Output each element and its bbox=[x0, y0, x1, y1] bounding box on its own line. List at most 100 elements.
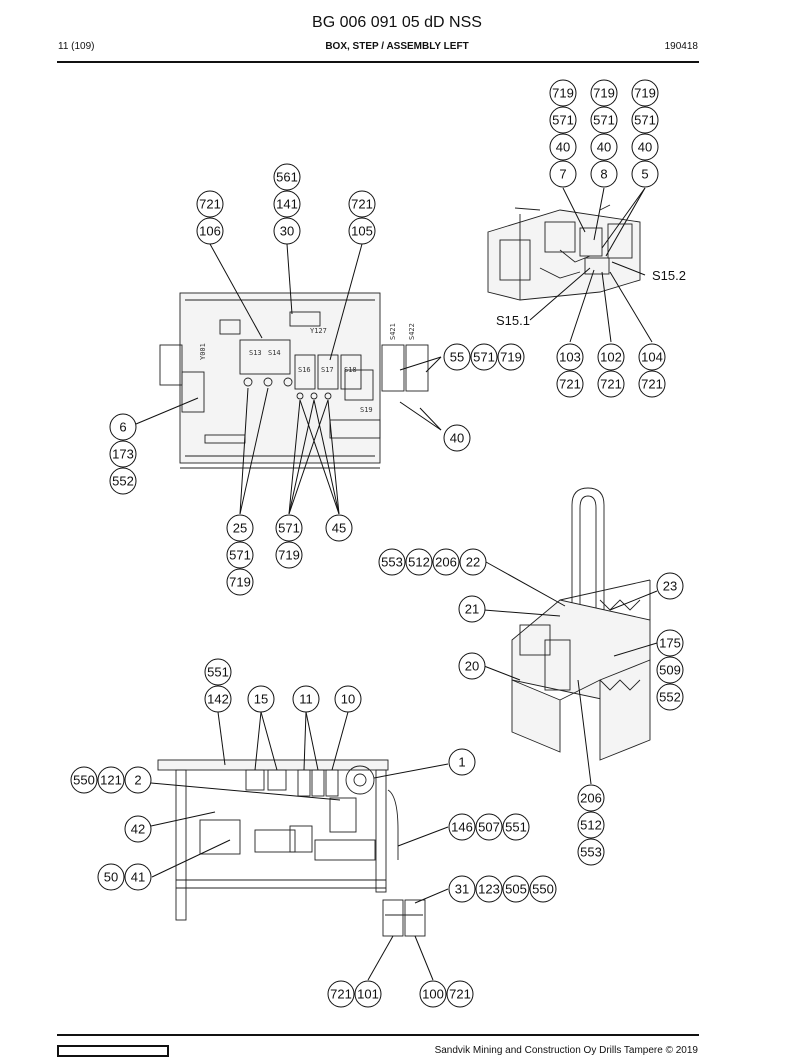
callout: 7 bbox=[549, 160, 577, 188]
svg-text:25: 25 bbox=[233, 521, 247, 536]
svg-text:45: 45 bbox=[332, 521, 346, 536]
svg-text:15: 15 bbox=[254, 692, 268, 707]
callout: 512 bbox=[405, 548, 433, 576]
svg-text:721: 721 bbox=[449, 987, 471, 1002]
footer-copyright: Sandvik Mining and Construction Oy Drill… bbox=[434, 1045, 698, 1056]
callout: 206 bbox=[577, 784, 605, 812]
label-s15-2: S15.2 bbox=[652, 268, 686, 283]
callout: 41 bbox=[124, 863, 152, 891]
callout: 553 bbox=[577, 838, 605, 866]
callout: 719 bbox=[631, 79, 659, 107]
svg-text:721: 721 bbox=[199, 197, 221, 212]
svg-text:509: 509 bbox=[659, 663, 681, 678]
svg-text:721: 721 bbox=[351, 197, 373, 212]
callout: 50 bbox=[97, 863, 125, 891]
callout: 11 bbox=[292, 685, 320, 713]
callout: 173 bbox=[109, 440, 137, 468]
callout: 721 bbox=[327, 980, 355, 1008]
callout: 42 bbox=[124, 815, 152, 843]
svg-text:6: 6 bbox=[119, 420, 126, 435]
svg-text:121: 121 bbox=[100, 773, 122, 788]
callout: 509 bbox=[656, 656, 684, 684]
svg-text:552: 552 bbox=[112, 474, 134, 489]
svg-text:10: 10 bbox=[341, 692, 355, 707]
svg-text:571: 571 bbox=[229, 548, 251, 563]
svg-text:103: 103 bbox=[559, 350, 581, 365]
callout: 45 bbox=[325, 514, 353, 542]
callout: 23 bbox=[656, 572, 684, 600]
svg-text:571: 571 bbox=[634, 113, 656, 128]
svg-text:719: 719 bbox=[500, 350, 522, 365]
callout: 571 bbox=[226, 541, 254, 569]
callout: 5 bbox=[631, 160, 659, 188]
svg-text:721: 721 bbox=[559, 377, 581, 392]
callout: 553 bbox=[378, 548, 406, 576]
callout: 55 bbox=[443, 343, 471, 371]
document-title: BG 006 091 05 dD NSS bbox=[312, 14, 482, 31]
svg-text:571: 571 bbox=[552, 113, 574, 128]
footer-rule bbox=[57, 1034, 699, 1036]
svg-text:571: 571 bbox=[278, 521, 300, 536]
svg-text:40: 40 bbox=[597, 140, 611, 155]
callout: 146 bbox=[448, 813, 476, 841]
svg-text:5: 5 bbox=[641, 167, 648, 182]
svg-text:40: 40 bbox=[450, 431, 464, 446]
callout: 15 bbox=[247, 685, 275, 713]
svg-text:551: 551 bbox=[505, 820, 527, 835]
leader-lines bbox=[135, 187, 658, 981]
callout: 550 bbox=[70, 766, 98, 794]
svg-text:721: 721 bbox=[641, 377, 663, 392]
callout: 25 bbox=[226, 514, 254, 542]
callout: 571 bbox=[590, 106, 618, 134]
svg-text:55: 55 bbox=[450, 350, 464, 365]
mark-s16: S16 bbox=[298, 366, 311, 374]
svg-text:31: 31 bbox=[455, 882, 469, 897]
mark-y001: Y001 bbox=[199, 343, 207, 360]
mark-s421: S421 bbox=[389, 323, 397, 340]
view-top-right bbox=[487, 204, 641, 301]
svg-text:40: 40 bbox=[556, 140, 570, 155]
svg-text:561: 561 bbox=[276, 170, 298, 185]
callout: 1 bbox=[448, 748, 476, 776]
mark-s14: S14 bbox=[268, 349, 281, 357]
callout: 2 bbox=[124, 766, 152, 794]
callout: 206 bbox=[432, 548, 460, 576]
svg-text:571: 571 bbox=[593, 113, 615, 128]
svg-text:102: 102 bbox=[600, 350, 622, 365]
callout: 571 bbox=[631, 106, 659, 134]
svg-text:2: 2 bbox=[134, 773, 141, 788]
svg-text:106: 106 bbox=[199, 224, 221, 239]
callout: 40 bbox=[549, 133, 577, 161]
callout: 719 bbox=[549, 79, 577, 107]
svg-text:141: 141 bbox=[276, 197, 298, 212]
callout: 571 bbox=[549, 106, 577, 134]
svg-text:30: 30 bbox=[280, 224, 294, 239]
svg-text:507: 507 bbox=[478, 820, 500, 835]
svg-text:100: 100 bbox=[422, 987, 444, 1002]
callout: 721 bbox=[348, 190, 376, 218]
page-number: 11 (109) bbox=[58, 41, 95, 52]
callout: 103 bbox=[556, 343, 584, 371]
svg-text:571: 571 bbox=[473, 350, 495, 365]
view-bottom-left bbox=[157, 759, 426, 937]
callout: 123 bbox=[475, 875, 503, 903]
callout: 505 bbox=[502, 875, 530, 903]
view-step-handrail bbox=[511, 487, 651, 761]
callout: 551 bbox=[502, 813, 530, 841]
callout: 100 bbox=[419, 980, 447, 1008]
svg-text:50: 50 bbox=[104, 870, 118, 885]
svg-text:206: 206 bbox=[435, 555, 457, 570]
svg-text:40: 40 bbox=[638, 140, 652, 155]
callout: 719 bbox=[275, 541, 303, 569]
callout: 6 bbox=[109, 413, 137, 441]
svg-text:552: 552 bbox=[659, 690, 681, 705]
mark-s19: S19 bbox=[360, 406, 373, 414]
callout: 142 bbox=[204, 685, 232, 713]
callout: 721 bbox=[597, 370, 625, 398]
svg-text:101: 101 bbox=[357, 987, 379, 1002]
callout: 40 bbox=[631, 133, 659, 161]
svg-text:23: 23 bbox=[663, 579, 677, 594]
label-s15-1: S15.1 bbox=[496, 313, 530, 328]
svg-text:550: 550 bbox=[73, 773, 95, 788]
callout: 104 bbox=[638, 343, 666, 371]
